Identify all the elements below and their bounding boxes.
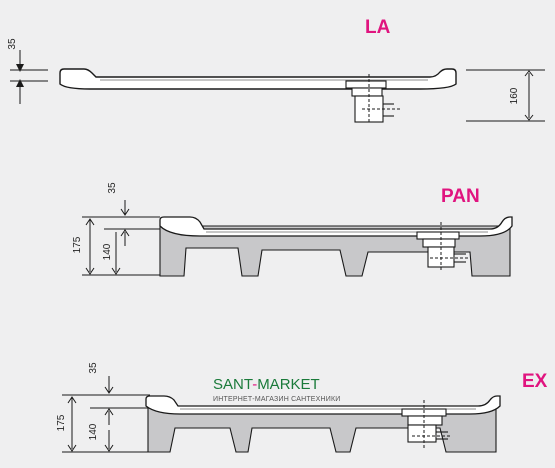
dim-la-total-value: 160 (509, 87, 520, 104)
model-pan: PAN 35 175 140 (72, 182, 513, 277)
dim-la-rim-value: 35 (7, 38, 18, 50)
dim-ex-total-value: 175 (56, 414, 67, 431)
dim-la-rim (10, 50, 48, 104)
model-label-ex: EX (522, 371, 548, 392)
watermark-logo: SANT-MARKET ИНТЕРНЕТ-МАГАЗИН САНТЕХНИКИ (213, 376, 341, 403)
drain-ex (401, 408, 448, 443)
dim-ex-lines (62, 376, 150, 453)
dim-pan-lines (82, 200, 160, 276)
dim-la-total (466, 69, 545, 122)
tray-profile-la (59, 68, 457, 90)
dim-ex-rim-value: 35 (88, 362, 99, 374)
dim-ex-inner-value: 140 (88, 423, 99, 440)
model-label-la: LA (365, 17, 391, 38)
dim-pan-rim-value: 35 (107, 182, 118, 194)
model-label-pan: PAN (441, 186, 480, 207)
watermark-brand: SANT-MARKET (213, 376, 320, 393)
model-la: LA 35 (7, 17, 545, 124)
dim-pan-total-value: 175 (72, 236, 83, 253)
tray-profile-pan (159, 216, 513, 237)
watermark-tagline: ИНТЕРНЕТ-МАГАЗИН САНТЕХНИКИ (213, 396, 341, 403)
model-ex: EX 35 175 140 (56, 362, 548, 453)
dim-pan-inner-value: 140 (102, 243, 113, 260)
